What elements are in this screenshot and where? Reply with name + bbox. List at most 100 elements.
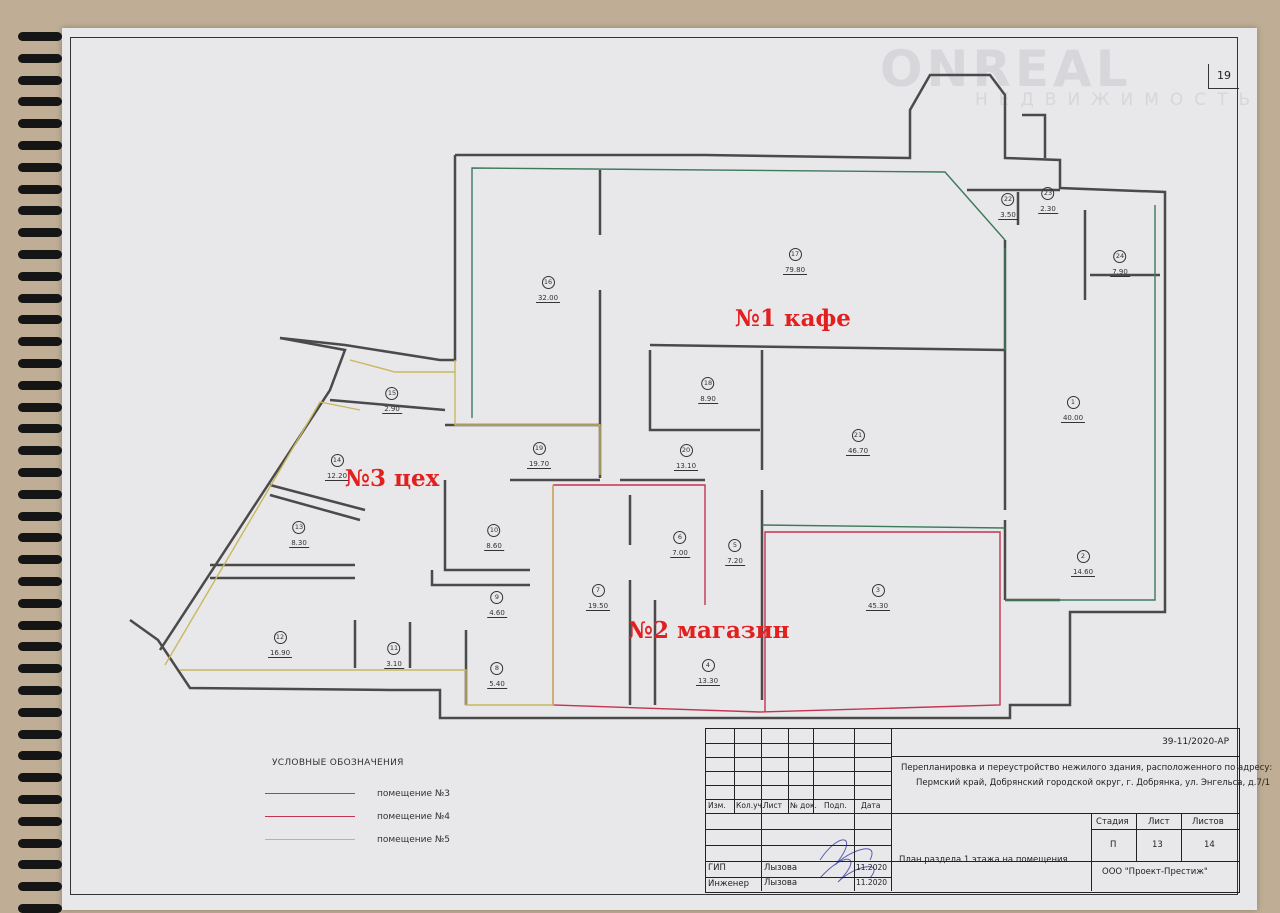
room-area: 8.30: [289, 539, 309, 548]
sheet-label: Лист: [1148, 817, 1170, 827]
binding-ring: [18, 402, 62, 412]
role-gip: ГИП: [708, 863, 726, 873]
binding-ring: [18, 838, 62, 848]
binding-ring: [18, 315, 62, 325]
binding-ring: [18, 751, 62, 761]
binding-ring: [18, 816, 62, 826]
binding-ring: [18, 380, 62, 390]
legend-item-premise-5: помещение №5: [265, 828, 450, 851]
binding-ring: [18, 228, 62, 238]
binding-ring: [18, 533, 62, 543]
header-kol: Кол.уч.: [736, 801, 765, 810]
binding-ring: [18, 860, 62, 870]
binding-ring: [18, 271, 62, 281]
room-area: 5.40: [487, 680, 507, 689]
room-area: 7.00: [670, 549, 690, 558]
room-area: 19.50: [585, 602, 611, 611]
room-21: 21 46.70: [845, 429, 871, 456]
tenant-label-workshop: №3 цех: [345, 465, 440, 492]
room-area: 46.70: [845, 447, 871, 456]
room-number: 18: [701, 377, 715, 390]
binding-ring: [18, 293, 62, 303]
room-area: 12.20: [324, 472, 350, 481]
binding-ring: [18, 32, 62, 41]
drawing-title: План раздела 1 этажа на помещения: [899, 855, 1068, 865]
room-number: 15: [385, 387, 399, 400]
room-area: 19.70: [526, 460, 552, 469]
binding-ring: [18, 664, 62, 674]
binding-ring: [18, 882, 62, 892]
date-engineer: 11.2020: [856, 878, 888, 887]
room-area: 2.30: [1038, 205, 1058, 214]
room-area: 8.60: [484, 542, 504, 551]
room-16: 16 32.00: [535, 276, 561, 303]
binding-ring: [18, 904, 62, 913]
binding-ring: [18, 729, 62, 739]
tenant-label-shop: №2 магазин: [628, 617, 790, 644]
binding-ring: [18, 162, 62, 172]
room-area: 13.30: [695, 677, 721, 686]
binding-ring: [18, 424, 62, 434]
binding-ring: [18, 707, 62, 717]
legend-item-premise-3: помещение №3: [265, 782, 450, 805]
signature-engineer: [819, 858, 875, 883]
binding-ring: [18, 141, 62, 150]
legend-item-premise-4: помещение №4: [265, 805, 450, 828]
header-podp: Подп.: [824, 801, 847, 810]
room-area: 79.80: [782, 266, 808, 275]
binding-ring: [18, 598, 62, 608]
legend-label: помещение №4: [377, 811, 450, 822]
header-list: Лист: [763, 801, 783, 810]
binding-ring: [18, 795, 62, 804]
binding-ring: [18, 489, 62, 499]
room-number: 17: [788, 248, 802, 261]
room-number: 12: [273, 631, 287, 644]
sheet-value: 13: [1152, 840, 1163, 850]
room-number: 21: [851, 429, 865, 442]
name-gip: Лызова: [764, 863, 798, 873]
room-number: 1: [1066, 396, 1080, 409]
room-number: 10: [487, 524, 501, 537]
spiral-binding: [18, 28, 68, 913]
legend-title: УСЛОВНЫЕ ОБОЗНАЧЕНИЯ: [272, 758, 404, 768]
header-izm: Изм.: [708, 801, 726, 810]
room-number: 11: [387, 642, 401, 655]
room-area: 32.00: [535, 294, 561, 303]
header-doc: № док.: [790, 801, 817, 810]
room-number: 13: [292, 521, 306, 534]
project-line-1: Перепланировка и переустройство нежилого…: [901, 763, 1273, 773]
binding-ring: [18, 773, 62, 783]
room-area: 4.60: [487, 609, 507, 618]
name-engineer: Лызова: [764, 878, 798, 888]
room-number: 5: [728, 539, 742, 552]
stage-value: П: [1110, 840, 1117, 850]
premise-4-outline: [552, 484, 1001, 713]
plan-sheet: [62, 28, 1257, 910]
title-block: Изм. Кол.уч. Лист № док. Подп. Дата ГИП …: [705, 728, 1272, 893]
sheets-value: 14: [1204, 840, 1215, 850]
room-number: 6: [673, 531, 687, 544]
binding-ring: [18, 686, 62, 695]
project-line-2: Пермский край, Добрянский городской окру…: [916, 778, 1271, 788]
binding-ring: [18, 119, 62, 129]
sheets-label: Листов: [1192, 817, 1224, 827]
binding-ring: [18, 337, 62, 347]
room-number: 4: [701, 659, 715, 672]
room-number: 16: [541, 276, 555, 289]
legend-label: помещение №5: [377, 834, 450, 845]
premise-3-outline: [471, 167, 1156, 601]
